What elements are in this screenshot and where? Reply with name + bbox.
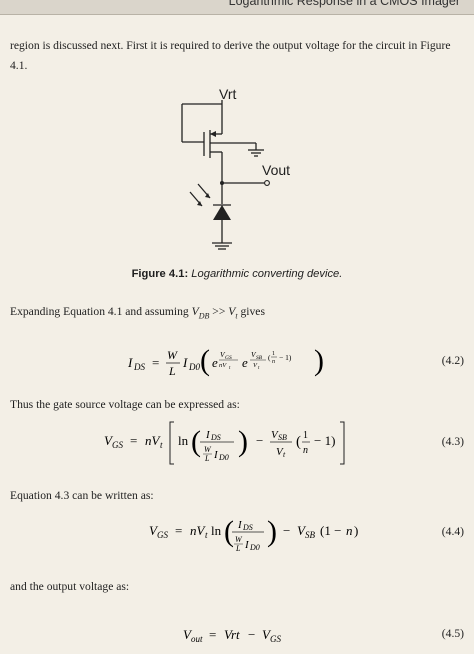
running-header: Logarithmic Response in a CMOS Imager <box>0 0 474 15</box>
svg-text:W: W <box>235 535 243 544</box>
svg-text:): ) <box>238 425 248 458</box>
svg-text:SB: SB <box>278 433 287 442</box>
svg-text:nV: nV <box>190 523 207 538</box>
svg-text:− 1): − 1) <box>279 353 292 362</box>
caption-text: Logarithmic converting device. <box>191 268 343 280</box>
eq44-svg: V GS = nV t ln ( I DS W L I D0 ) − V SB … <box>149 515 358 553</box>
expanding-text: Expanding Equation 4.1 and assuming <box>10 305 189 318</box>
svg-text:−: − <box>283 523 290 538</box>
eq45-number: (4.5) <box>441 627 464 640</box>
svg-text:t: t <box>160 440 163 450</box>
svg-text:nV: nV <box>219 362 227 369</box>
svg-text:DS: DS <box>133 362 145 372</box>
svg-text:(: ( <box>296 434 301 450</box>
svg-text:SB: SB <box>305 530 316 540</box>
vout-label: Vout <box>262 162 291 178</box>
svg-text:e: e <box>212 355 218 370</box>
svg-text:out: out <box>191 634 203 644</box>
eq43-written-paragraph: Equation 4.3 can be written as: <box>10 489 154 502</box>
svg-text:D0: D0 <box>188 362 200 372</box>
svg-text:t: t <box>205 530 208 540</box>
svg-text:(: ( <box>191 425 201 458</box>
expanding-paragraph: Expanding Equation 4.1 and assuming VDB … <box>10 305 265 321</box>
svg-text:I: I <box>213 449 219 461</box>
svg-text:n: n <box>272 359 275 365</box>
svg-text:ln: ln <box>211 523 222 538</box>
eq43-svg: V GS = nV t ln ( I DS W L I D0 ) − V SB … <box>104 421 345 465</box>
svg-text:n: n <box>346 523 353 538</box>
svg-text:DS: DS <box>210 433 221 442</box>
svg-text:I: I <box>244 539 250 551</box>
svg-text:D0: D0 <box>218 453 229 462</box>
svg-text:(: ( <box>224 515 234 548</box>
svg-text:D0: D0 <box>249 543 260 552</box>
eq44-number: (4.4) <box>441 525 464 538</box>
vrt-label: Vrt <box>219 86 237 102</box>
eq42-svg: I DS = W L I D0 ( e V GS nV t e V SB V t… <box>127 344 324 378</box>
svg-text:I: I <box>182 355 188 370</box>
running-title: Logarithmic Response in a CMOS Imager <box>228 0 460 8</box>
eq43-number: (4.3) <box>441 435 464 448</box>
svg-text:DS: DS <box>242 523 253 532</box>
gate-source-paragraph: Thus the gate source voltage can be expr… <box>10 398 240 411</box>
svg-text:I: I <box>205 429 211 441</box>
svg-text:V: V <box>276 446 284 458</box>
svg-text:V: V <box>251 350 257 359</box>
output-voltage-paragraph: and the output voltage as: <box>10 580 130 593</box>
svg-text:I: I <box>127 355 133 370</box>
svg-text:=: = <box>175 523 182 538</box>
svg-text:): ) <box>354 523 358 538</box>
svg-text:nV: nV <box>145 433 162 448</box>
svg-text:V: V <box>253 362 258 369</box>
svg-text:GS: GS <box>225 355 232 361</box>
svg-text:t: t <box>283 450 286 459</box>
svg-text:−: − <box>256 433 263 448</box>
equation-4-5: V out = Vrt − V GS (4.5) <box>0 622 474 648</box>
svg-text:L: L <box>235 544 241 553</box>
svg-text:=: = <box>209 627 216 642</box>
svg-text:W: W <box>204 445 212 454</box>
svg-text:n: n <box>303 445 308 456</box>
svg-text:I: I <box>237 519 243 531</box>
svg-text:GS: GS <box>112 440 123 450</box>
equation-4-4: V GS = nV t ln ( I DS W L I D0 ) − V SB … <box>0 508 474 558</box>
svg-text:V: V <box>183 627 193 642</box>
svg-text:ln: ln <box>178 433 189 448</box>
svg-text:t: t <box>229 366 231 371</box>
svg-text:L: L <box>168 364 176 378</box>
svg-text:1: 1 <box>303 430 308 441</box>
figure-caption: Figure 4.1: Logarithmic converting devic… <box>0 268 474 280</box>
svg-text:): ) <box>314 344 324 377</box>
eq45-svg: V out = Vrt − V GS <box>183 627 281 644</box>
svg-text:L: L <box>204 454 210 463</box>
svg-text:): ) <box>267 515 277 548</box>
svg-text:(: ( <box>268 353 271 362</box>
svg-text:(1 −: (1 − <box>320 523 341 538</box>
svg-text:Vrt: Vrt <box>224 627 240 642</box>
svg-text:−: − <box>248 627 255 642</box>
svg-text:SB: SB <box>256 355 263 361</box>
svg-text:GS: GS <box>157 530 168 540</box>
svg-text:V: V <box>104 433 114 448</box>
svg-text:=: = <box>130 433 137 448</box>
svg-text:V: V <box>220 350 226 359</box>
svg-text:t: t <box>258 366 260 371</box>
equation-4-2: I DS = W L I D0 ( e V GS nV t e V SB V t… <box>0 342 474 382</box>
caption-number: Figure 4.1: <box>131 268 189 280</box>
intro-paragraph: region is discussed next. First it is re… <box>10 39 451 72</box>
svg-text:V: V <box>149 523 159 538</box>
eq42-number: (4.2) <box>441 354 464 367</box>
svg-text:V: V <box>297 523 307 538</box>
svg-text:e: e <box>242 355 248 370</box>
svg-text:1: 1 <box>272 351 275 357</box>
circuit-figure <box>181 100 270 250</box>
svg-text:− 1): − 1) <box>314 433 335 448</box>
svg-text:GS: GS <box>270 634 281 644</box>
svg-text:W: W <box>167 348 178 362</box>
svg-text:(: ( <box>200 344 210 377</box>
svg-text:V: V <box>271 429 279 441</box>
svg-text:=: = <box>152 355 159 370</box>
equation-4-3: V GS = nV t ln ( I DS W L I D0 ) − V SB … <box>0 418 474 468</box>
svg-text:V: V <box>262 627 272 642</box>
